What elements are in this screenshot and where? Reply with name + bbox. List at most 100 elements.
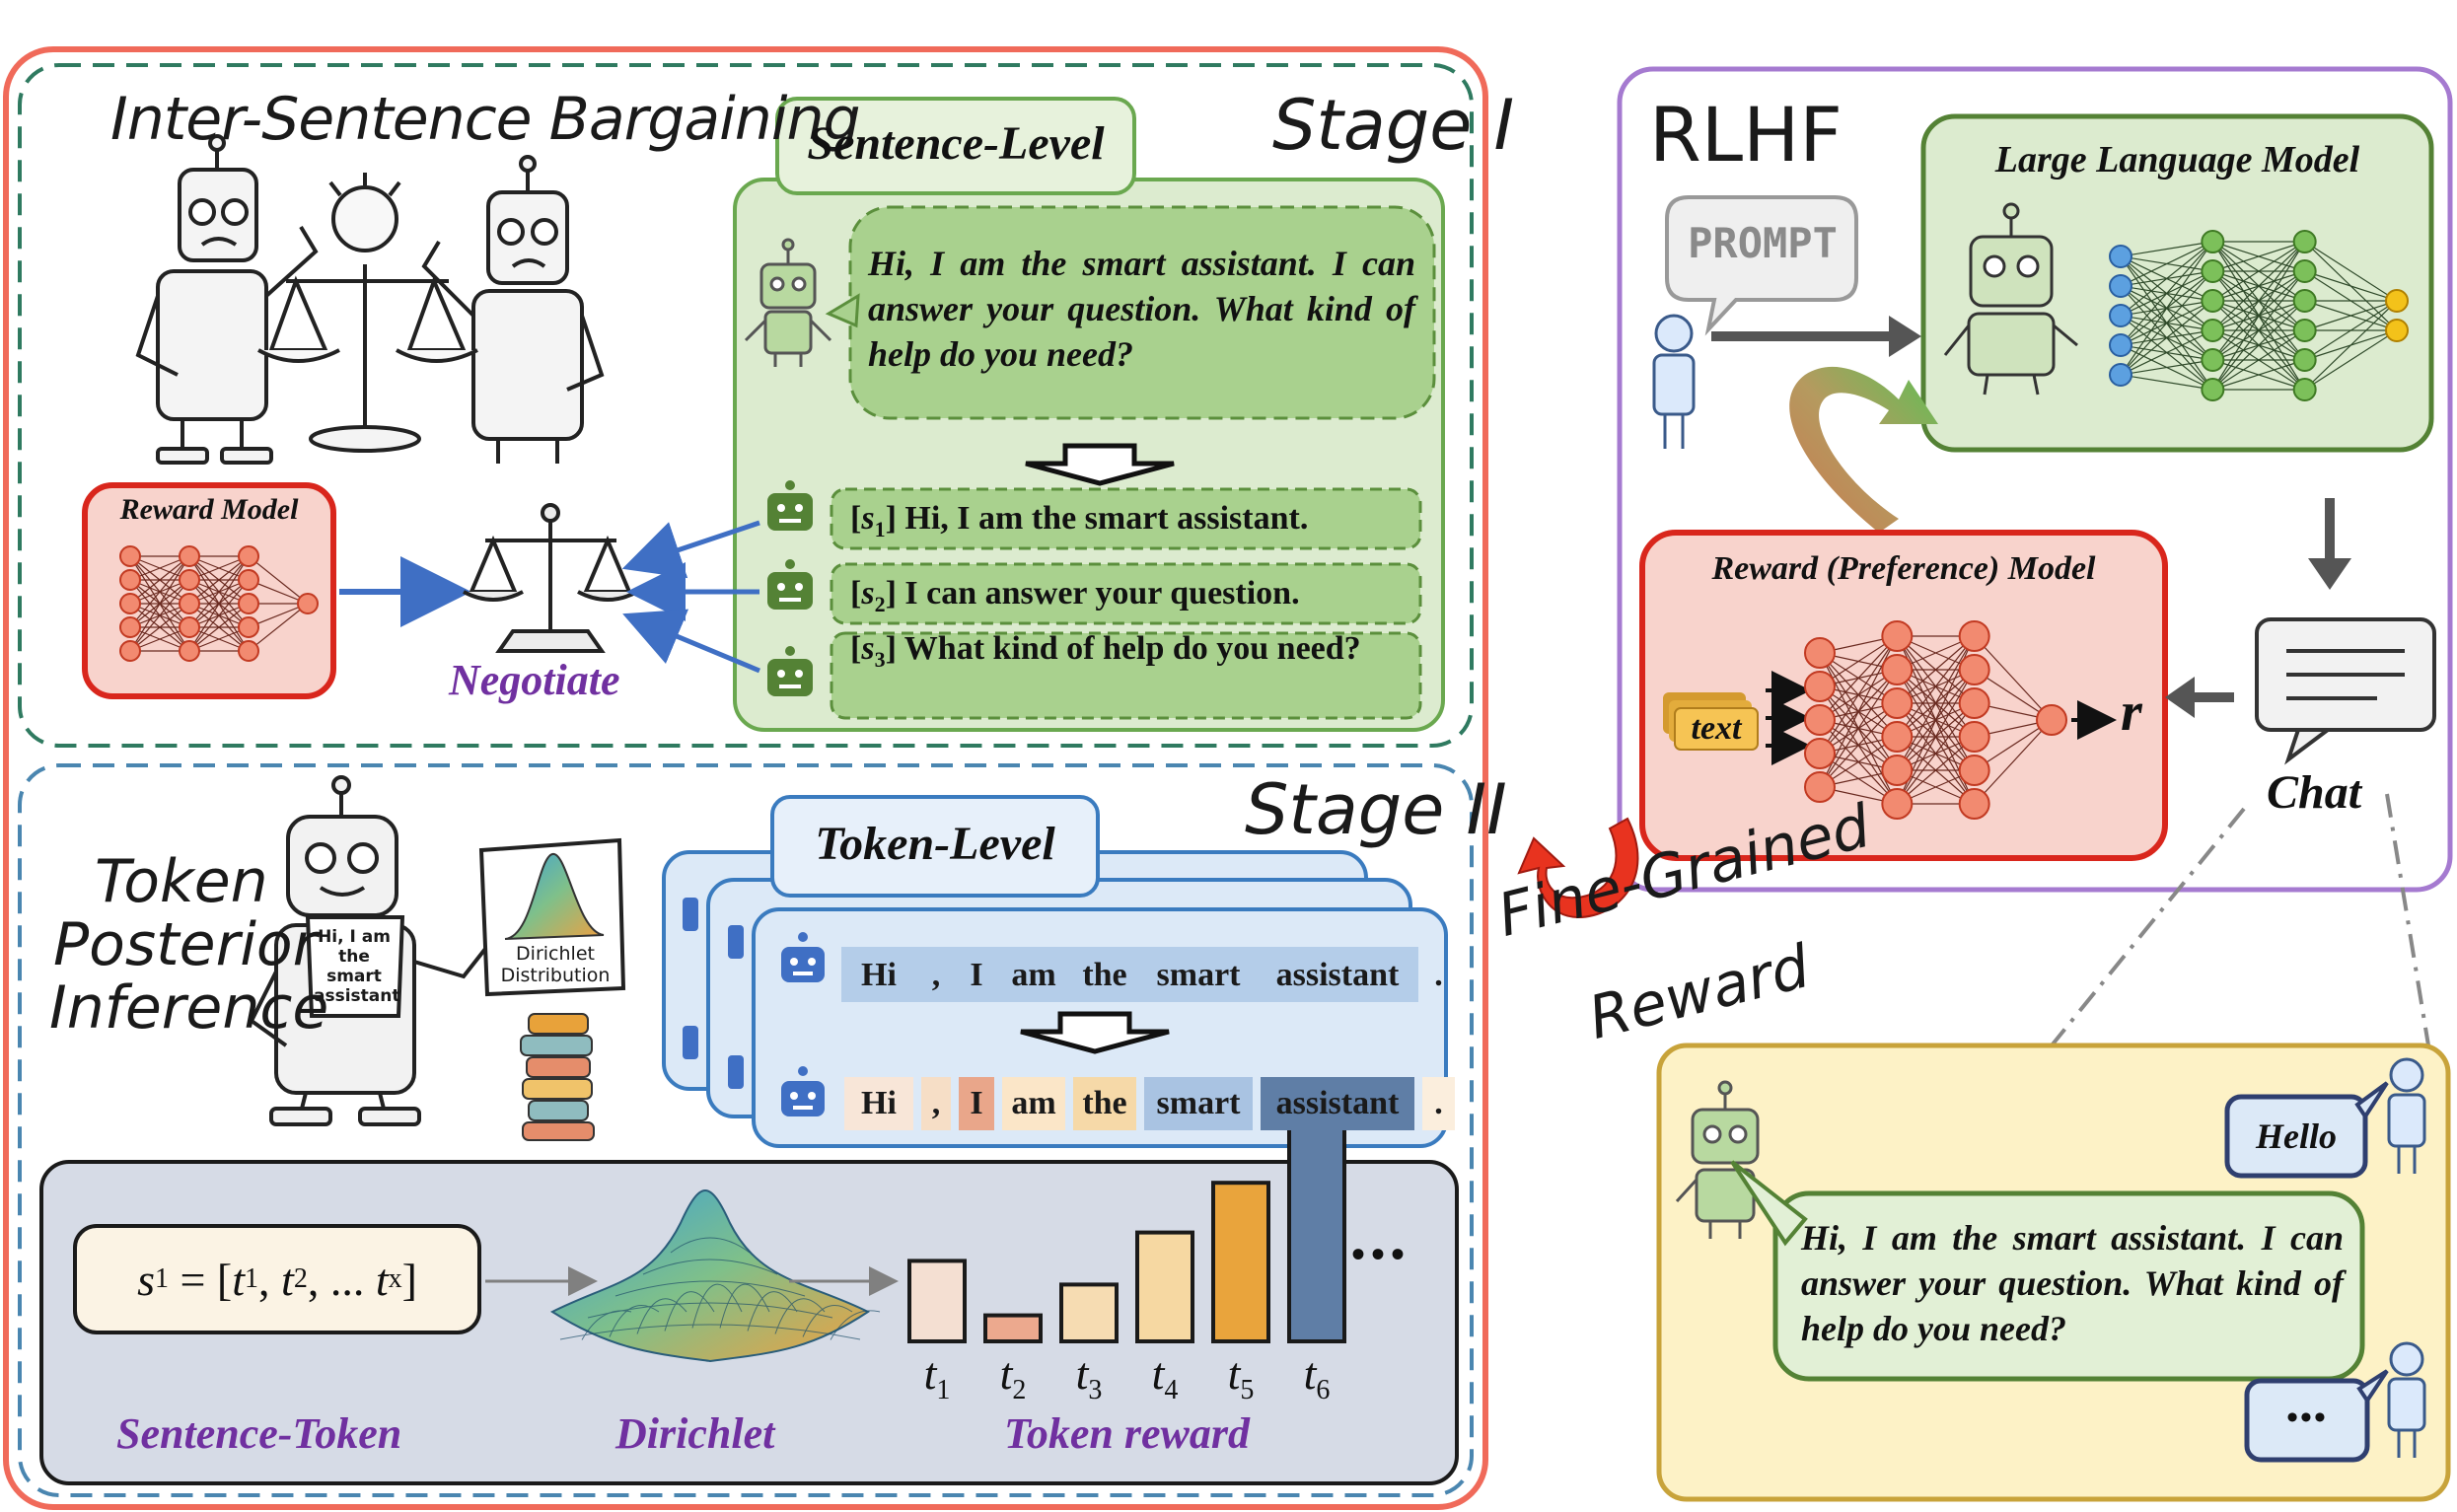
nn-node xyxy=(1881,687,1914,719)
bar-label-4: t5 xyxy=(1209,1347,1272,1406)
caption-token-reward: Token reward xyxy=(1004,1409,1250,1458)
nn-node xyxy=(119,569,141,591)
bar-label-base: t xyxy=(1303,1348,1317,1399)
nn-node xyxy=(1804,637,1836,669)
bar-label-base: t xyxy=(923,1348,937,1399)
nn-node xyxy=(2201,319,2225,342)
sentence-3-sub: 3 xyxy=(874,646,886,672)
caption-sentence-token: Sentence-Token xyxy=(116,1409,402,1458)
nn-node xyxy=(1958,687,1990,719)
reward-model-network xyxy=(119,545,319,662)
text-chip-icon xyxy=(1663,692,1759,751)
nn-node xyxy=(1881,788,1914,820)
nn-node xyxy=(2109,274,2132,298)
token-robot-illustration xyxy=(249,775,626,1126)
sentence-2: [s2] I can answer your question. xyxy=(850,575,1300,616)
bar-label-sub: 2 xyxy=(1012,1375,1027,1406)
nn-node xyxy=(1881,654,1914,685)
dirichlet-board-icon xyxy=(504,853,605,940)
chat-label: Chat xyxy=(2267,766,2362,819)
stage1-label: Stage I xyxy=(1272,85,1515,166)
rlhf-title: RLHF xyxy=(1649,91,1843,179)
reward-bar-t6 xyxy=(1287,1126,1346,1343)
bar-label-2: t3 xyxy=(1057,1347,1120,1406)
sentence-2-text: I can answer your question. xyxy=(904,575,1300,612)
user-icon-rlhf xyxy=(1652,314,1696,449)
eq-tx: t xyxy=(375,1254,389,1305)
nn-node xyxy=(238,616,259,638)
eq-ellipsis: ... xyxy=(329,1254,365,1305)
token-7: . xyxy=(1422,1077,1455,1130)
llm-robot-icon xyxy=(1943,202,2078,396)
nn-node xyxy=(2292,319,2317,342)
nn-node xyxy=(238,640,259,662)
nn-node xyxy=(2201,378,2225,401)
assistant-message-text: Hi, I am the smart assistant. I can answ… xyxy=(868,244,1415,374)
eq-tx-sub: x xyxy=(388,1263,402,1294)
nn-node xyxy=(2201,348,2225,372)
bars-ellipsis: ••• xyxy=(1351,1232,1411,1276)
equation-box xyxy=(73,1224,481,1334)
eq-t2-sub: 2 xyxy=(293,1263,308,1294)
user-hello-bubble xyxy=(2224,1094,2368,1179)
nn-node xyxy=(2385,319,2409,342)
bar-label-5: t6 xyxy=(1285,1347,1348,1406)
nn-node xyxy=(1958,620,1990,652)
eq-lhs: s xyxy=(137,1254,155,1305)
sentence-3: [s3] What kind of help do you need? xyxy=(850,630,1361,672)
sentence-3-tag: s xyxy=(861,630,875,667)
board-text: Dirichlet Distribution xyxy=(500,943,611,986)
nn-node xyxy=(179,640,200,662)
nn-node xyxy=(2292,348,2317,372)
user-hello-text: Hello xyxy=(2256,1116,2337,1156)
reward-model-label: Reward Model xyxy=(119,493,299,526)
prompt-bubble xyxy=(1665,195,1858,336)
reward-model-box xyxy=(82,482,336,699)
bar-label-sub: 4 xyxy=(1164,1375,1179,1406)
nn-node xyxy=(2036,704,2067,736)
stage1-frame xyxy=(18,63,1474,748)
nn-node xyxy=(119,545,141,567)
token-robot-icons xyxy=(781,932,825,1116)
bar-label-sub: 3 xyxy=(1088,1375,1103,1406)
stacked-blocks-icon xyxy=(520,1013,595,1141)
nn-node xyxy=(1881,721,1914,753)
token-6: assistant xyxy=(1275,957,1400,993)
chat-robot-icon xyxy=(1675,1080,1775,1239)
nn-node xyxy=(1958,721,1990,753)
rlhf-frame xyxy=(1617,66,2453,893)
bar-label-sub: 5 xyxy=(1240,1375,1255,1406)
sentence-1: [s1] Hi, I am the smart assistant. xyxy=(850,500,1309,541)
assistant-reply-bubble xyxy=(1772,1190,2365,1382)
eq-lhs-sub: 1 xyxy=(154,1263,169,1294)
stage2-frame xyxy=(18,763,1474,1497)
nn-node xyxy=(2385,289,2409,313)
nn-node xyxy=(1804,671,1836,702)
nn-node xyxy=(1804,704,1836,736)
nn-node xyxy=(1804,771,1836,803)
token-5: smart xyxy=(1144,1077,1253,1130)
nn-node xyxy=(2109,245,2132,268)
token-1: , xyxy=(921,1077,951,1130)
token-arrow xyxy=(1020,1011,1170,1054)
nn-node xyxy=(1804,738,1836,769)
nn-node xyxy=(1881,620,1914,652)
token-6: assistant xyxy=(1261,1077,1414,1130)
bargaining-robots-illustration xyxy=(135,134,605,465)
eq-t1-sub: 1 xyxy=(245,1263,259,1294)
reward-bar-t5 xyxy=(1211,1181,1270,1343)
nn-node xyxy=(2292,378,2317,401)
sentence-1-tag: s xyxy=(861,500,875,537)
token-0: Hi xyxy=(861,957,897,993)
robot-sign-text: Hi, I am the smart assistant xyxy=(314,927,400,1006)
stage1-title: Inter-Sentence Bargaining xyxy=(110,85,861,154)
nn-node xyxy=(1958,755,1990,786)
nn-node xyxy=(2201,259,2225,283)
reward-bar-t2 xyxy=(983,1313,1043,1343)
nn-node xyxy=(2292,259,2317,283)
stage2-title: Token Posterior Inference xyxy=(49,850,328,1040)
nn-node xyxy=(2201,289,2225,313)
bar-label-3: t4 xyxy=(1133,1347,1196,1406)
